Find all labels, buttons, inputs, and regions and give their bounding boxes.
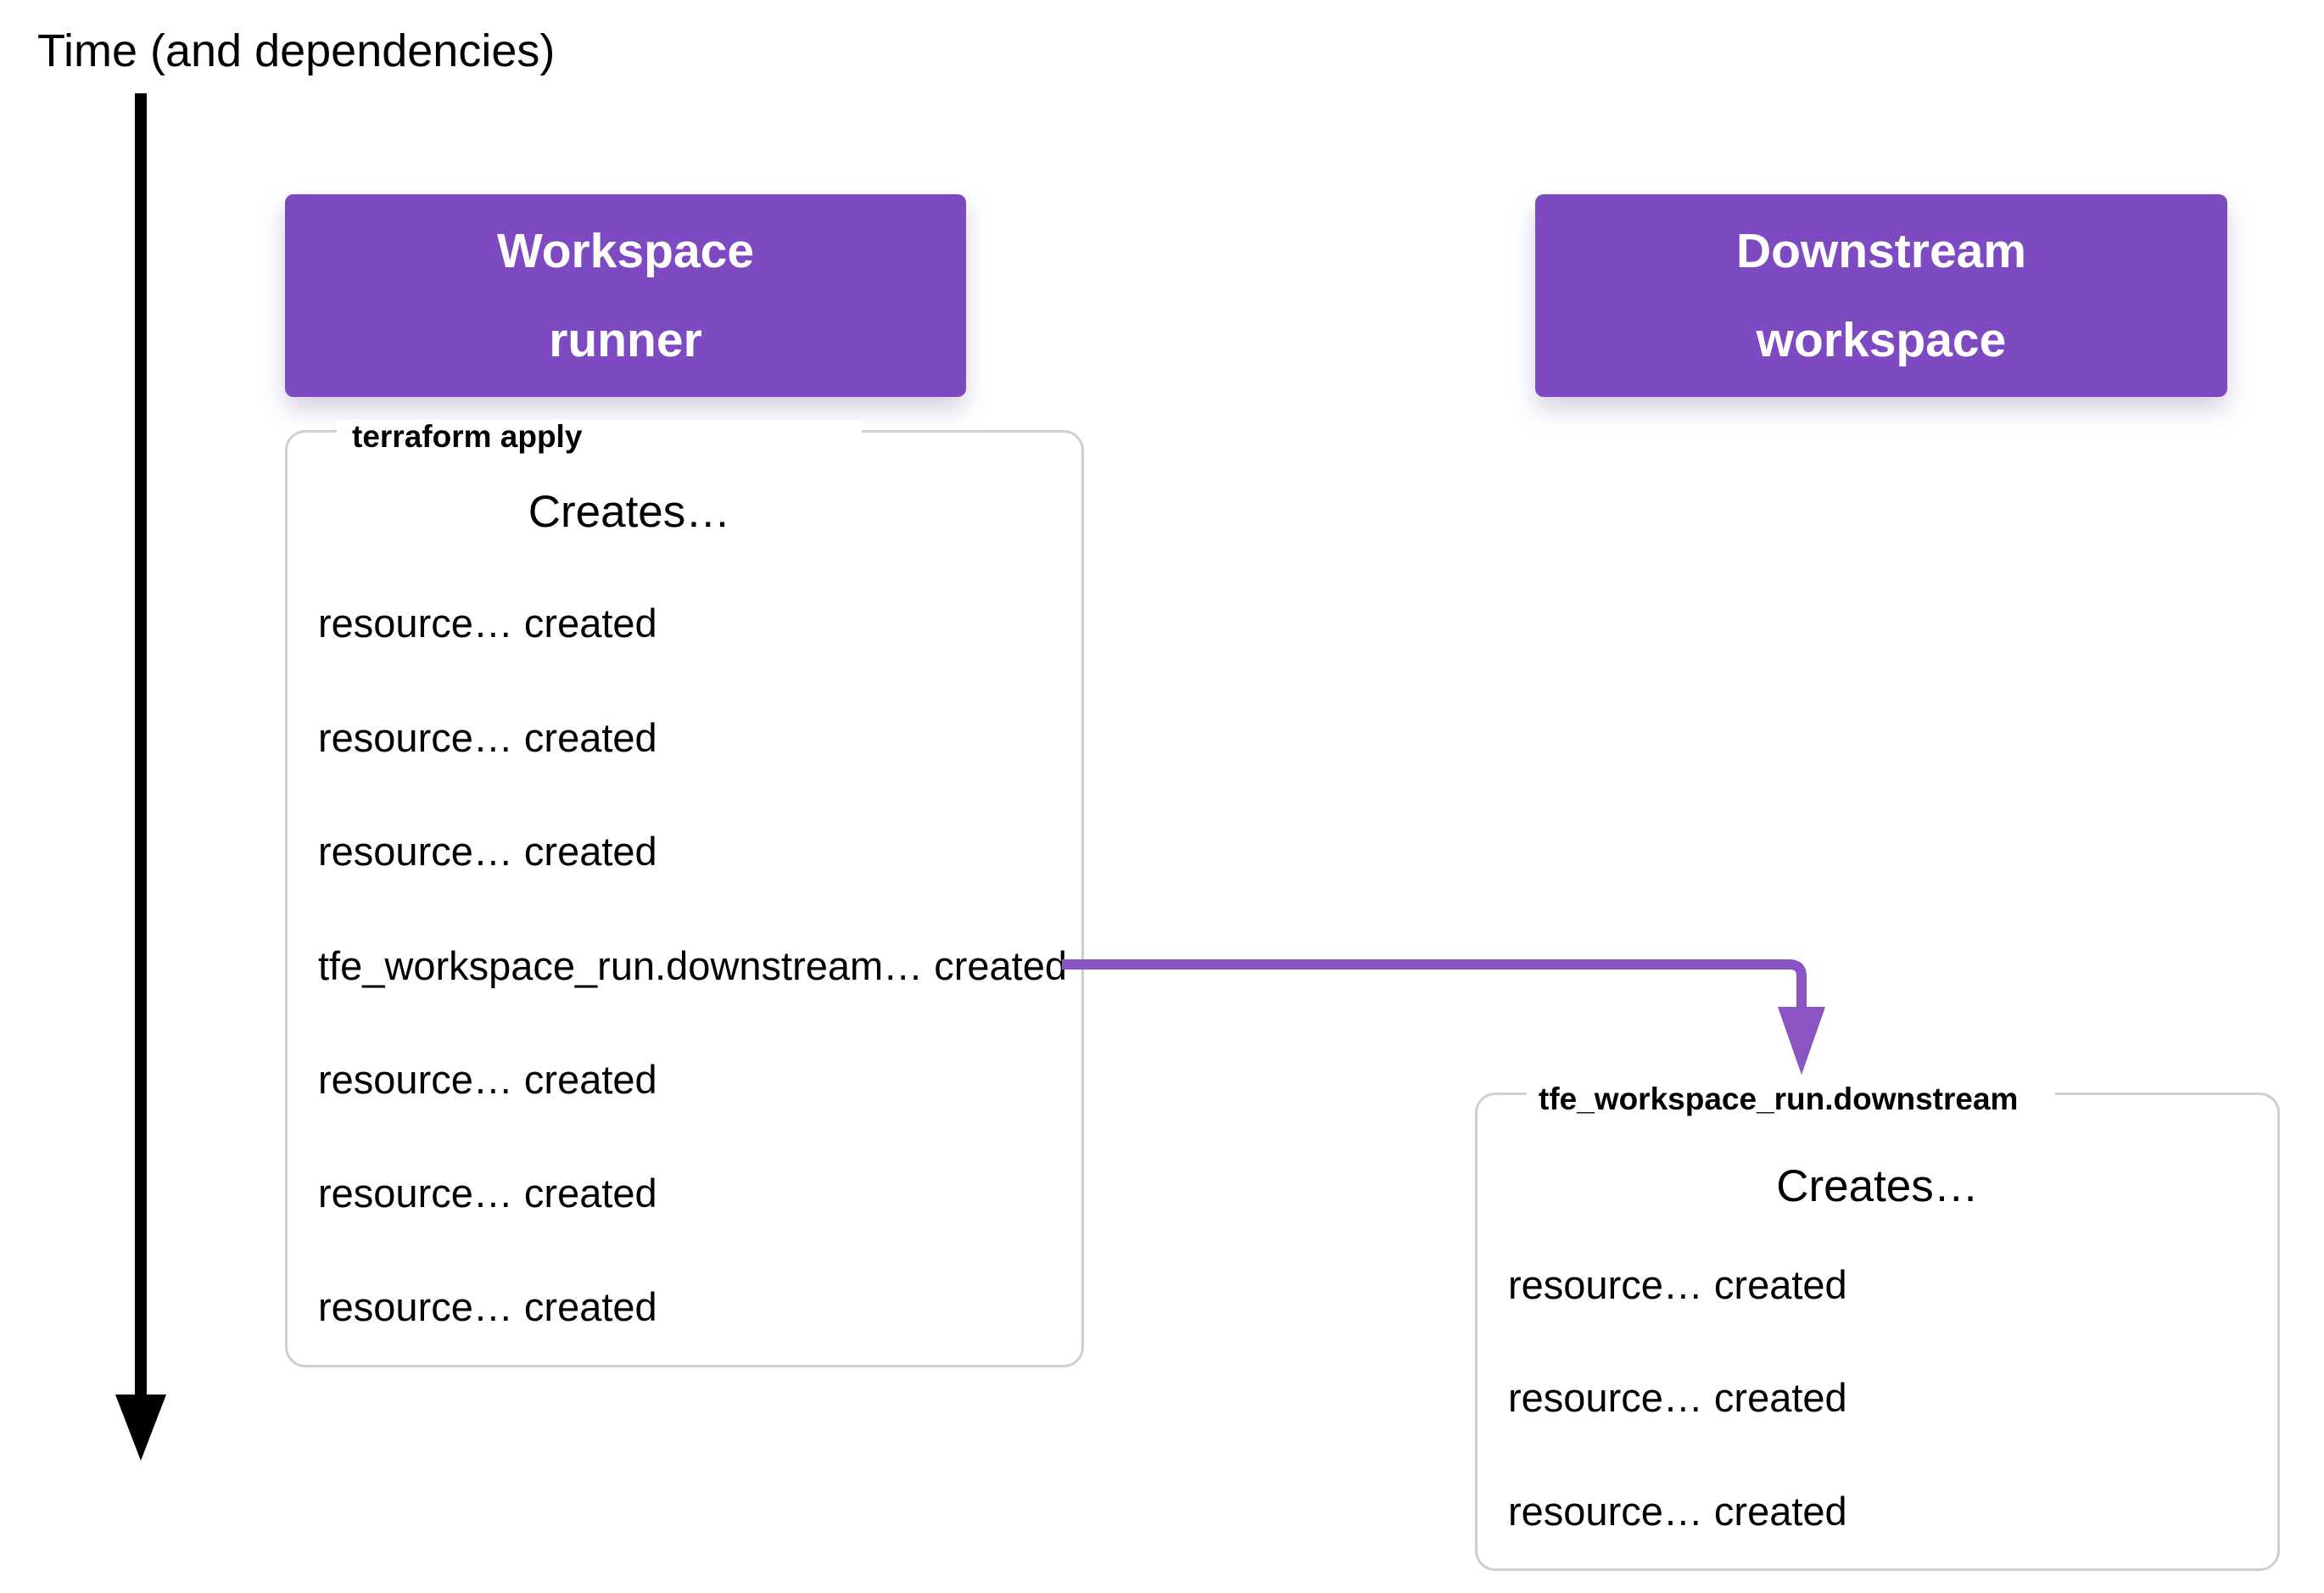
workspace-runner-title-line1: Workspace bbox=[496, 223, 755, 278]
terraform-apply-label: terraform apply bbox=[337, 420, 863, 454]
downstream-run-block: tfe_workspace_run.downstream Creates… re… bbox=[1475, 1082, 2280, 1571]
downstream-resource-created-line-2: resource… created bbox=[1508, 1375, 1847, 1420]
downstream-trigger-arrow bbox=[1062, 959, 1825, 1075]
runner-creates-heading: Creates… bbox=[528, 487, 731, 537]
runner-resource-created-line-6: resource… created bbox=[318, 1284, 657, 1329]
runner-resource-created-line-5: resource… created bbox=[318, 1171, 657, 1216]
downstream-trigger-arrow-head bbox=[1778, 1007, 1825, 1075]
downstream-workspace-title-line1: Downstream bbox=[1735, 223, 2027, 278]
runner-resource-created-line-1: resource… created bbox=[318, 601, 657, 646]
time-axis-arrow-head bbox=[115, 1395, 166, 1461]
workspace-runner-header: Workspace runner bbox=[285, 194, 966, 397]
downstream-creates-heading: Creates… bbox=[1776, 1161, 1979, 1211]
terraform-apply-run-block: terraform apply Creates… resource… creat… bbox=[285, 420, 1084, 1367]
downstream-resource-created-line-3: resource… created bbox=[1508, 1489, 1847, 1534]
runner-resource-created-line-3: resource… created bbox=[318, 829, 657, 874]
downstream-resource-created-line-1: resource… created bbox=[1508, 1262, 1847, 1307]
time-axis-label: Time (and dependencies) bbox=[37, 25, 556, 76]
runner-resource-created-line-2: resource… created bbox=[318, 715, 657, 760]
workspace-runner-title-line2: runner bbox=[549, 312, 702, 367]
tfe-workspace-run-created-line: tfe_workspace_run.downstream… created bbox=[318, 943, 1067, 988]
downstream-workspace-title-line2: workspace bbox=[1756, 312, 2007, 367]
downstream-trigger-arrow-line bbox=[1062, 959, 1807, 1009]
runner-resource-created-line-4: resource… created bbox=[318, 1057, 657, 1102]
downstream-run-label: tfe_workspace_run.downstream bbox=[1527, 1082, 2056, 1116]
time-axis-arrow bbox=[115, 93, 166, 1461]
downstream-workspace-header: Downstream workspace bbox=[1535, 194, 2227, 397]
